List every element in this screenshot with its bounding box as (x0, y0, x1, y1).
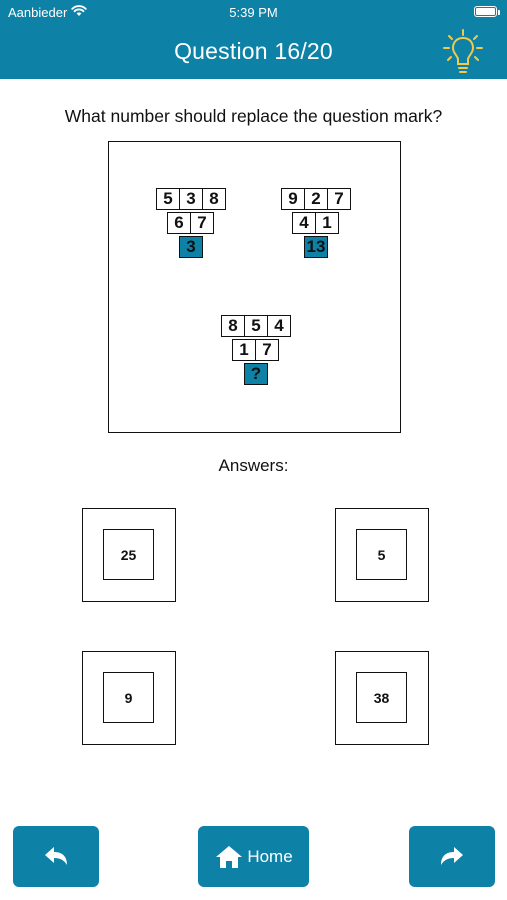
question-counter-title: Question 16/20 (174, 38, 333, 64)
puzzle-cell: 5 (156, 188, 180, 210)
puzzle-group-row-top: 8 5 4 (221, 315, 291, 337)
puzzle-cell: 3 (179, 188, 203, 210)
home-button-label: Home (247, 846, 293, 866)
puzzle-group-row-middle: 6 7 (167, 212, 214, 234)
puzzle-cell: 8 (202, 188, 226, 210)
answer-option-value: 9 (103, 672, 154, 723)
battery-icon (474, 6, 500, 17)
puzzle-cell: 1 (315, 212, 339, 234)
puzzle-group-row-middle: 1 7 (232, 339, 279, 361)
answer-option-value: 25 (103, 529, 154, 580)
puzzle-cell: 7 (255, 339, 279, 361)
puzzle-answer-cell: 13 (304, 236, 328, 258)
puzzle-group-row-answer: 13 (304, 236, 328, 258)
puzzle-cell: 8 (221, 315, 245, 337)
puzzle-cell: 1 (232, 339, 256, 361)
lightbulb-icon (443, 29, 483, 73)
answer-option-1[interactable]: 25 (82, 508, 176, 602)
answers-label: Answers: (218, 456, 289, 475)
puzzle-box: 5 3 8 6 7 3 9 2 7 4 1 13 8 5 4 (108, 141, 401, 433)
question-text: What number should replace the question … (64, 106, 443, 126)
forward-arrow-icon (441, 846, 463, 865)
answer-option-4[interactable]: 38 (335, 651, 429, 745)
answer-option-2[interactable]: 5 (335, 508, 429, 602)
puzzle-cell: 5 (244, 315, 268, 337)
carrier-info: Aanbieder (8, 5, 87, 20)
puzzle-group-row-middle: 4 1 (292, 212, 339, 234)
forward-button[interactable] (409, 826, 495, 887)
puzzle-cell: 9 (281, 188, 305, 210)
answer-option-value: 38 (356, 672, 407, 723)
top-bar: Aanbieder 5:39 PM Question 16/20 (0, 0, 507, 79)
status-time: 5:39 PM (229, 5, 278, 20)
puzzle-cell: 6 (167, 212, 191, 234)
puzzle-group-row-answer: 3 (179, 236, 203, 258)
status-bar: Aanbieder 5:39 PM (0, 0, 507, 26)
puzzle-answer-cell: 3 (179, 236, 203, 258)
carrier-label: Aanbieder (8, 5, 68, 20)
puzzle-question-mark-cell: ? (244, 363, 268, 385)
puzzle-group-row-top: 9 2 7 (281, 188, 351, 210)
puzzle-cell: 4 (292, 212, 316, 234)
puzzle-group-row-top: 5 3 8 (156, 188, 226, 210)
back-arrow-icon (45, 846, 67, 865)
puzzle-cell: 7 (190, 212, 214, 234)
home-button[interactable]: Home (198, 826, 309, 887)
puzzle-cell: 2 (304, 188, 328, 210)
wifi-icon (71, 5, 87, 20)
puzzle-group-row-answer: ? (244, 363, 268, 385)
puzzle-cell: 4 (267, 315, 291, 337)
answer-option-value: 5 (356, 529, 407, 580)
back-button[interactable] (13, 826, 99, 887)
answer-option-3[interactable]: 9 (82, 651, 176, 745)
home-icon (216, 845, 243, 868)
puzzle-cell: 7 (327, 188, 351, 210)
hint-button[interactable] (442, 28, 484, 76)
